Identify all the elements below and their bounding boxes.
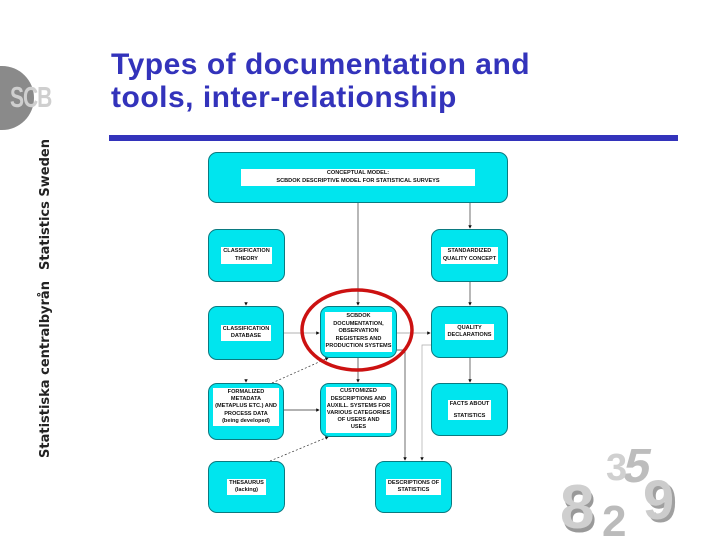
node-label: THESAURUS (lacking)	[227, 478, 266, 496]
node-label: CLASSIFICATION DATABASE	[220, 324, 272, 342]
node-formalized-metadata: FORMALIZED METADATA (METAPLUS ETC.) AND …	[208, 383, 284, 440]
node-label: CUSTOMIZED DESCRIPTIONS AND AUXILL. SYST…	[325, 387, 392, 433]
node-customized-descriptions: CUSTOMIZED DESCRIPTIONS AND AUXILL. SYST…	[320, 383, 397, 437]
node-standardized-quality-concept: STANDARDIZED QUALITY CONCEPT	[431, 229, 508, 282]
svg-text:8: 8	[562, 477, 596, 540]
node-descriptions-of-statistics: DESCRIPTIONS OF STATISTICS	[375, 461, 452, 513]
title-line-1: Types of documentation and	[111, 48, 531, 81]
node-label: STANDARDIZED QUALITY CONCEPT	[440, 247, 499, 264]
node-label: FACTS ABOUT STATISTICS	[447, 399, 492, 420]
node-scbdok-documentation: SCBDOK DOCUMENTATION, OBSERVATION REGIST…	[320, 306, 397, 358]
node-label: QUALITY DECLARATIONS	[445, 323, 494, 341]
svg-text:3: 3	[606, 447, 627, 489]
node-label: CONCEPTUAL MODEL: SCBDOK DESCRIPTIVE MOD…	[241, 169, 475, 186]
title-underline	[109, 135, 678, 141]
node-label: DESCRIPTIONS OF STATISTICS	[385, 478, 442, 496]
title-line-2: tools, inter-relationship	[111, 81, 457, 114]
svg-text:8: 8	[560, 473, 594, 540]
node-classification-database: CLASSIFICATION DATABASE	[208, 306, 284, 360]
node-conceptual-model: CONCEPTUAL MODEL: SCBDOK DESCRIPTIVE MOD…	[208, 152, 508, 203]
node-thesaurus: THESAURUS (lacking)	[208, 461, 285, 513]
svg-text:9: 9	[646, 471, 677, 534]
svg-text:2: 2	[602, 497, 626, 540]
page-title: Types of documentation and tools, inter-…	[111, 48, 711, 114]
node-quality-declarations: QUALITY DECLARATIONS	[431, 306, 508, 358]
svg-text:9: 9	[643, 468, 674, 531]
decorative-numbers-graphic: 5 3 8 8 2 9 9	[560, 439, 677, 540]
node-classification-theory: CLASSIFICATION THEORY	[208, 229, 285, 282]
node-label: CLASSIFICATION THEORY	[221, 247, 272, 264]
node-label: FORMALIZED METADATA (METAPLUS ETC.) AND …	[213, 388, 279, 427]
node-label: SCBDOK DOCUMENTATION, OBSERVATION REGIST…	[324, 312, 393, 352]
node-facts-about-statistics: FACTS ABOUT STATISTICS	[431, 383, 508, 436]
